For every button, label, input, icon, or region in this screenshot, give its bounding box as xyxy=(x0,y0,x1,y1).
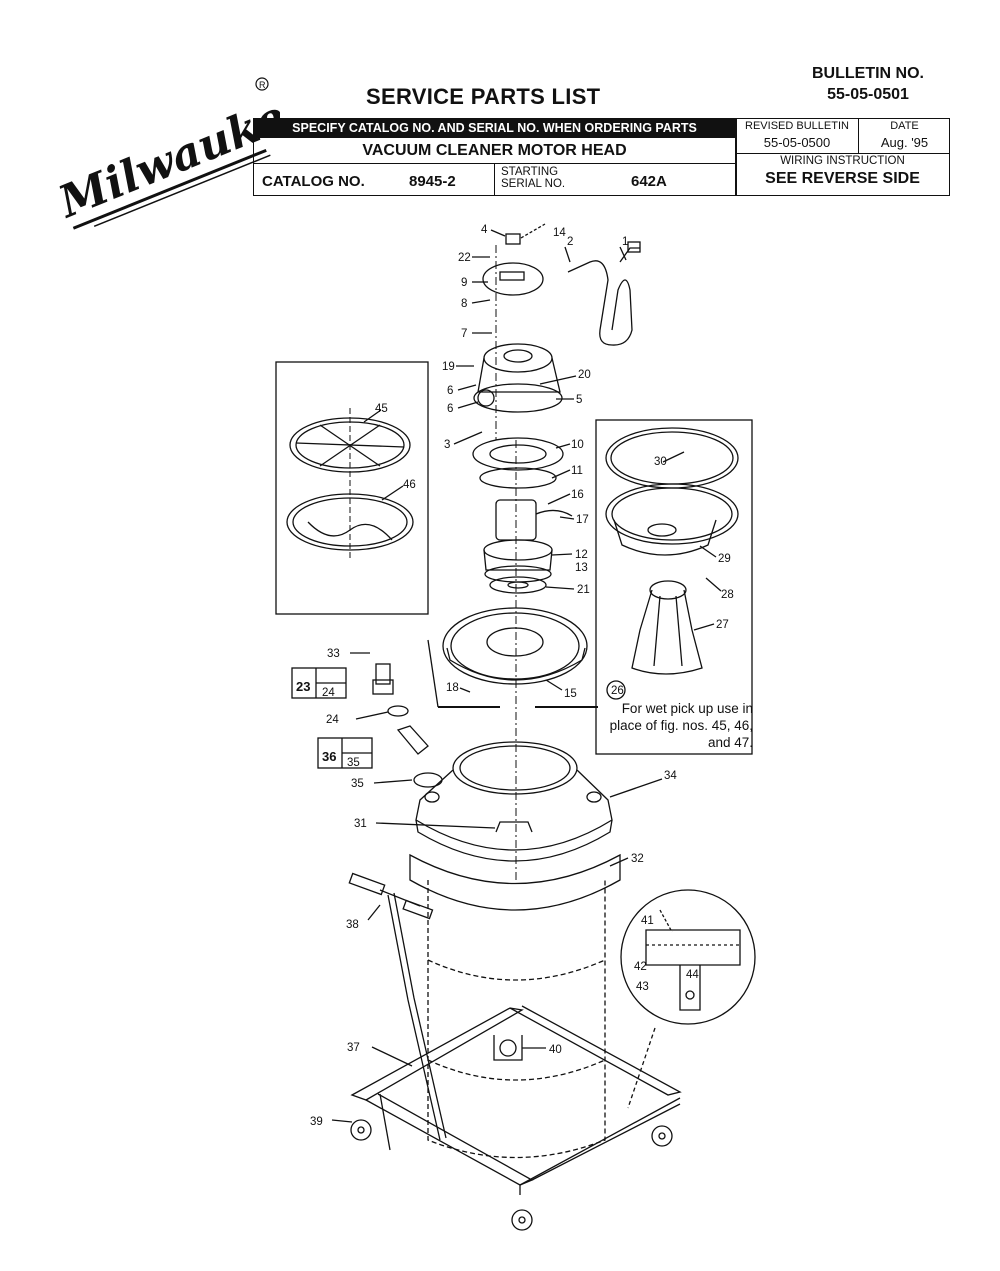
serial-label-line1: STARTING xyxy=(501,166,559,178)
callout-13: 13 xyxy=(575,562,588,574)
callout-28: 28 xyxy=(721,589,734,601)
callout-41: 41 xyxy=(641,915,654,927)
callout-30: 30 xyxy=(654,456,667,468)
wet-pickup-note: For wet pick up use in place of fig. nos… xyxy=(609,701,753,750)
callout-43: 43 xyxy=(636,981,649,993)
callout-3: 3 xyxy=(444,439,450,451)
callout-31: 31 xyxy=(354,818,367,830)
callout-12: 12 xyxy=(575,549,588,561)
callout-37: 37 xyxy=(347,1042,360,1054)
callout-16: 16 xyxy=(571,489,584,501)
callout-39: 39 xyxy=(310,1116,323,1128)
callout-10: 10 xyxy=(571,439,584,451)
serial-label: STARTING SERIAL NO. xyxy=(501,166,565,190)
callout-42: 42 xyxy=(634,961,647,973)
callout-20: 20 xyxy=(578,369,591,381)
bulletin-label: BULLETIN NO. xyxy=(812,65,924,82)
callout-4: 4 xyxy=(481,224,488,236)
callout-6b: 6 xyxy=(447,403,453,415)
callout-36: 36 xyxy=(322,749,336,764)
product-name: VACUUM CLEANER MOTOR HEAD xyxy=(254,137,735,164)
revised-bulletin-value: 55-05-0500 xyxy=(763,135,831,150)
wiring-value: SEE REVERSE SIDE xyxy=(765,170,920,187)
milwaukee-logo: Milwaukee R xyxy=(30,70,319,230)
header-table: SPECIFY CATALOG NO. AND SERIAL NO. WHEN … xyxy=(253,118,950,196)
callout-11: 11 xyxy=(571,465,583,477)
callout-34: 34 xyxy=(664,770,677,782)
catalog-label: CATALOG NO. xyxy=(262,173,365,190)
callout-6a: 6 xyxy=(447,385,453,397)
column-divider xyxy=(735,119,737,195)
callout-21: 21 xyxy=(577,584,590,596)
callout-33: 33 xyxy=(327,648,340,660)
callout-22: 22 xyxy=(458,252,471,264)
callout-38: 38 xyxy=(346,919,359,931)
callout-19: 19 xyxy=(442,361,455,373)
date-divider xyxy=(858,119,859,153)
callout-26: 26 xyxy=(611,685,624,697)
callout-9: 9 xyxy=(461,277,467,289)
svg-text:R: R xyxy=(259,80,266,90)
date-label: DATE xyxy=(890,120,919,132)
serial-label-line2: SERIAL NO. xyxy=(501,178,566,190)
catalog-number: 8945-2 xyxy=(409,173,456,190)
callout-17: 17 xyxy=(576,514,589,526)
callout-14: 14 xyxy=(553,227,566,239)
callout-35: 35 xyxy=(351,778,364,790)
row-divider xyxy=(736,153,949,154)
callout-7: 7 xyxy=(461,328,467,340)
callout-1: 1 xyxy=(622,236,628,248)
callout-32: 32 xyxy=(631,853,644,865)
date-value: Aug. '95 xyxy=(880,135,929,150)
callout-35-box: 35 xyxy=(347,757,360,769)
wiring-label: WIRING INSTRUCTION xyxy=(780,155,905,167)
callout-29: 29 xyxy=(718,553,731,565)
callout-5: 5 xyxy=(576,394,582,406)
callout-40: 40 xyxy=(549,1044,562,1056)
specify-note: SPECIFY CATALOG NO. AND SERIAL NO. WHEN … xyxy=(254,119,735,137)
callout-18: 18 xyxy=(446,682,459,694)
callout-15: 15 xyxy=(564,688,577,700)
callout-8: 8 xyxy=(461,298,467,310)
serial-divider xyxy=(494,164,495,195)
callout-46: 46 xyxy=(403,479,416,491)
serial-number: 642A xyxy=(631,173,667,190)
callout-2: 2 xyxy=(567,236,573,248)
callout-44: 44 xyxy=(686,969,699,981)
callout-24-box: 24 xyxy=(322,687,335,699)
callout-27: 27 xyxy=(716,619,729,631)
callout-45: 45 xyxy=(375,403,388,415)
revised-bulletin-label: REVISED BULLETIN xyxy=(745,120,849,132)
bulletin-number: 55-05-0501 xyxy=(827,86,909,103)
callout-23: 23 xyxy=(296,679,310,694)
page-title: SERVICE PARTS LIST xyxy=(366,84,601,109)
callout-24: 24 xyxy=(326,714,339,726)
